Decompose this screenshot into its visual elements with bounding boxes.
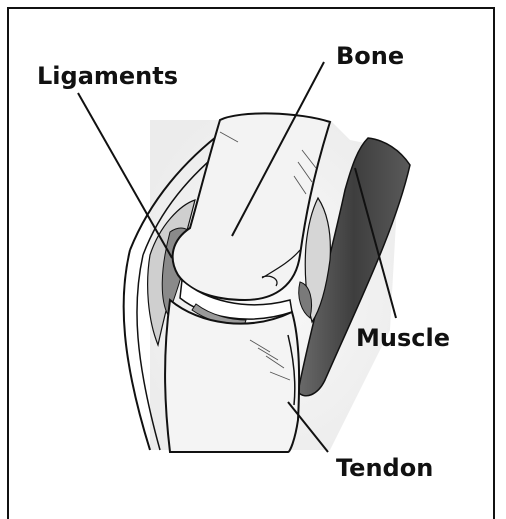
tendon-label: Tendon xyxy=(336,456,433,480)
ligaments-label: Ligaments xyxy=(37,64,178,88)
muscle-label: Muscle xyxy=(356,326,450,350)
bone-label: Bone xyxy=(336,44,404,68)
lower-leg-outline xyxy=(124,250,150,450)
